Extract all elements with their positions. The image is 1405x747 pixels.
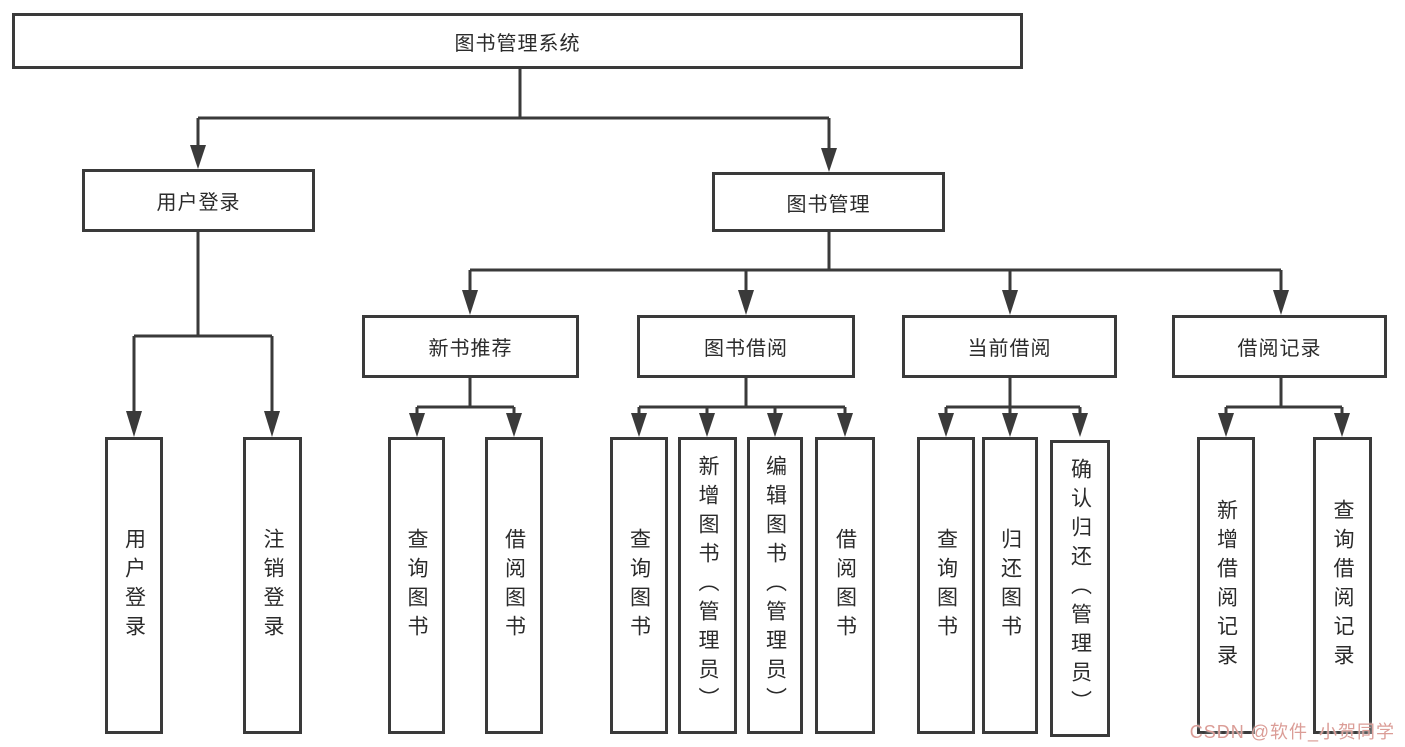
node-book-borrow: 图书借阅	[637, 315, 855, 378]
node-borrow-record: 借阅记录	[1172, 315, 1387, 378]
leaf-confirm-return-admin-label: 确认归还（管理员）	[1068, 458, 1092, 719]
node-root: 图书管理系统	[12, 13, 1023, 69]
leaf-return-book-label: 归还图书	[998, 527, 1022, 644]
csdn-watermark: CSDN @软件_小贺同学	[1189, 722, 1395, 742]
node-new-book-recommend: 新书推荐	[362, 315, 579, 378]
node-user-login: 用户登录	[82, 169, 315, 232]
leaf-query-borrow-record-label: 查询借阅记录	[1331, 498, 1354, 673]
node-user-login-label: 用户登录	[156, 192, 241, 214]
leaf-query-book-recommend-label: 查询图书	[405, 527, 428, 644]
node-book-borrow-label: 图书借阅	[704, 338, 788, 360]
leaf-query-book-current-label: 查询图书	[934, 527, 958, 644]
leaf-borrow-book-borrow-label: 借阅图书	[833, 527, 857, 644]
leaf-borrow-book-recommend-label: 借阅图书	[502, 527, 526, 644]
leaf-query-book-borrow-label: 查询图书	[627, 527, 651, 644]
leaf-add-book-admin: 新增图书（管理员）	[678, 437, 737, 734]
leaf-borrow-book-borrow: 借阅图书	[815, 437, 875, 734]
leaf-add-borrow-record: 新增借阅记录	[1197, 437, 1255, 734]
node-borrow-record-label: 借阅记录	[1237, 338, 1322, 360]
leaf-edit-book-admin-label: 编辑图书（管理员）	[763, 455, 787, 716]
leaf-query-book-recommend: 查询图书	[388, 437, 445, 734]
leaf-borrow-book-recommend: 借阅图书	[485, 437, 543, 734]
node-root-label: 图书管理系统	[454, 32, 581, 55]
leaf-confirm-return-admin: 确认归还（管理员）	[1050, 440, 1110, 737]
node-book-management: 图书管理	[712, 172, 945, 232]
leaf-add-book-admin-label: 新增图书（管理员）	[696, 455, 719, 716]
leaf-return-book: 归还图书	[982, 437, 1038, 734]
leaf-user-login-label: 用户登录	[122, 527, 146, 644]
leaf-logout-label: 注销登录	[261, 527, 284, 644]
leaf-user-login: 用户登录	[105, 437, 163, 734]
node-current-borrow: 当前借阅	[902, 315, 1117, 378]
leaf-logout: 注销登录	[243, 437, 302, 734]
leaf-add-borrow-record-label: 新增借阅记录	[1214, 498, 1238, 673]
leaf-edit-book-admin: 编辑图书（管理员）	[747, 437, 803, 734]
node-new-book-recommend-label: 新书推荐	[428, 338, 513, 360]
leaf-query-book-current: 查询图书	[917, 437, 975, 734]
node-current-borrow-label: 当前借阅	[967, 338, 1052, 360]
leaf-query-book-borrow: 查询图书	[610, 437, 668, 734]
node-book-management-label: 图书管理	[786, 193, 871, 216]
leaf-query-borrow-record: 查询借阅记录	[1313, 437, 1372, 734]
